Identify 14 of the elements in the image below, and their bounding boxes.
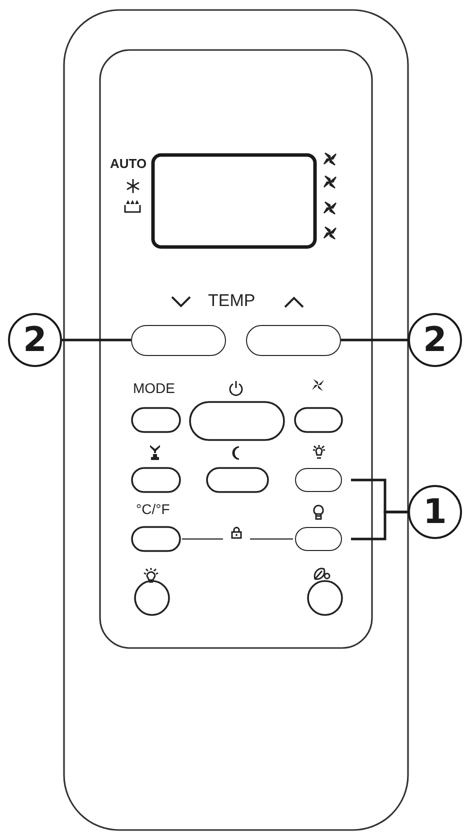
bracket-leader-line bbox=[351, 510, 408, 540]
temp-up-button bbox=[246, 325, 341, 356]
mode-label: AUTO bbox=[110, 157, 147, 170]
lamp-button bbox=[295, 527, 342, 551]
temp-label: TEMP bbox=[208, 292, 256, 309]
callout-number: 1 bbox=[408, 485, 462, 539]
callout-number: 2 bbox=[408, 313, 462, 367]
mode-label: MODE bbox=[133, 381, 175, 395]
unit-label: °C/°F bbox=[136, 502, 170, 516]
temp-down-button bbox=[131, 325, 226, 356]
leader-line bbox=[341, 338, 408, 342]
callout-number: 2 bbox=[8, 313, 62, 367]
leader-line bbox=[62, 338, 131, 342]
light-button bbox=[295, 468, 342, 492]
